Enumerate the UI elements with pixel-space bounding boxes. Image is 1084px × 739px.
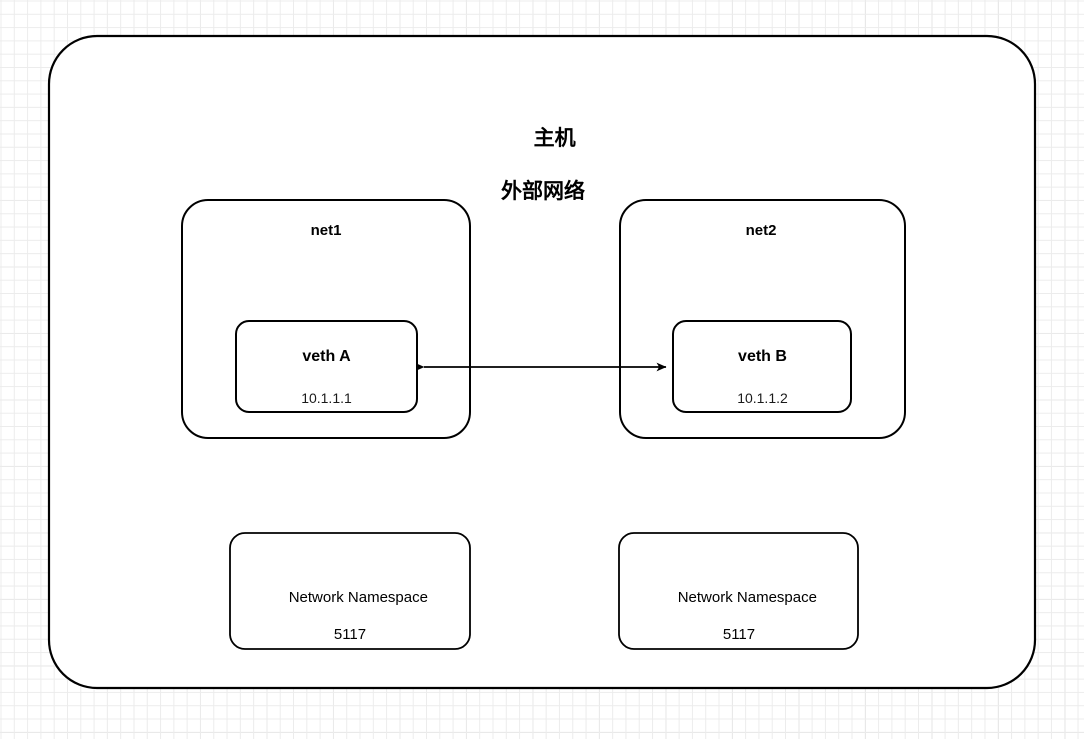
veth-a-ip: 10.1.1.1 — [301, 390, 352, 406]
veth-b-box — [672, 320, 852, 413]
net1-label: net1 — [310, 222, 342, 239]
namespace-right-id: 5117 — [722, 626, 756, 644]
namespace-left-label: Network Namespace — [288, 588, 428, 606]
namespace-right-label: Network Namespace — [677, 588, 817, 606]
namespace-box-left — [229, 532, 471, 650]
namespace-box-right — [618, 532, 859, 650]
veth-a-box — [235, 320, 418, 413]
namespace-right-text: Network Namespace 5117 — [619, 570, 859, 683]
veth-b-name: veth B — [738, 348, 787, 365]
namespace-left-text: Network Namespace 5117 — [230, 570, 470, 683]
host-title-line1: 主机 — [533, 127, 576, 151]
namespace-left-id: 5117 — [333, 626, 367, 644]
net2-label: net2 — [745, 222, 777, 239]
veth-a-name: veth A — [302, 348, 351, 365]
veth-b-ip: 10.1.1.2 — [737, 390, 788, 406]
host-title-line2: 外部网络 — [501, 179, 585, 203]
host-title: 主机 外部网络 — [343, 100, 743, 258]
